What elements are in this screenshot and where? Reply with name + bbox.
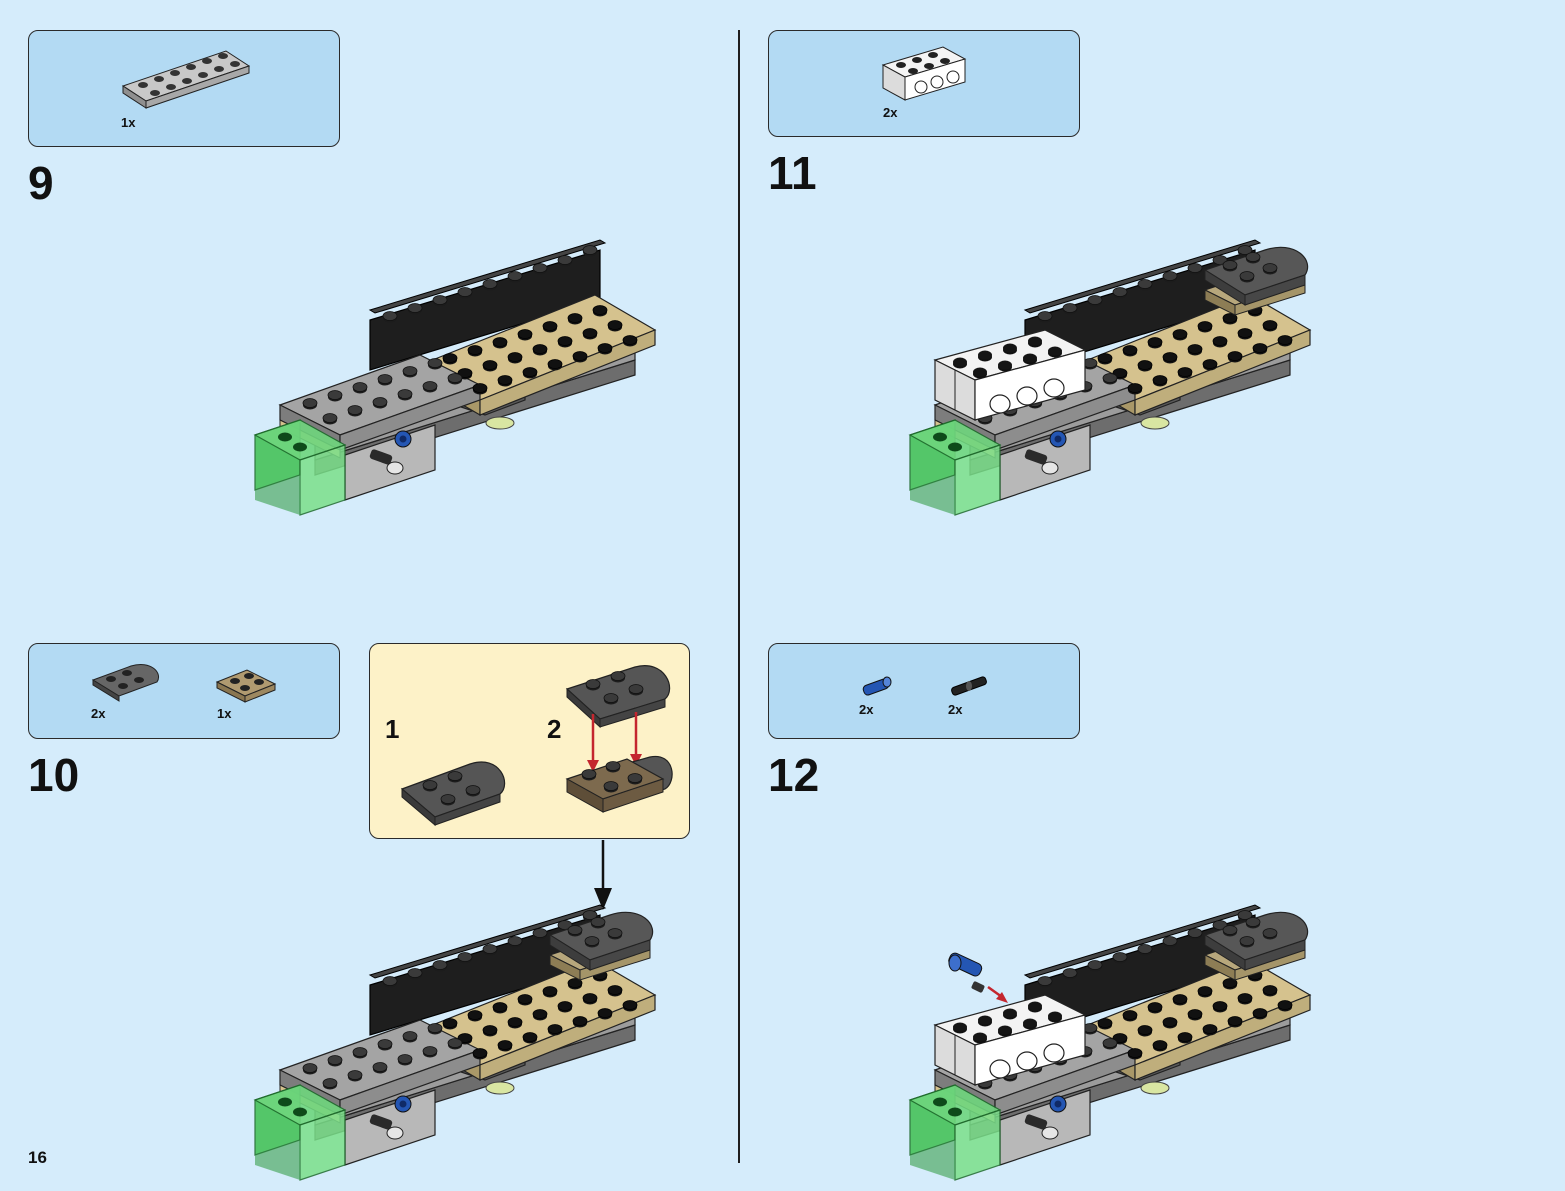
substep-number: 2 (547, 714, 562, 744)
parts-callout-step-9: 1x (28, 30, 340, 147)
substep-2-assembly (565, 665, 673, 813)
parts-callout-step-12: 2x 2x (768, 643, 1080, 739)
page-number: 16 (28, 1148, 47, 1167)
step-number: 9 (28, 157, 54, 209)
part-quantity: 2x (859, 702, 874, 717)
subassembly-arrow (594, 840, 612, 910)
part-quantity: 2x (948, 702, 963, 717)
step-10-model (254, 904, 656, 1181)
blue-pin-icon (862, 676, 892, 696)
light-gray-2x6-plate-icon (121, 50, 251, 109)
white-technic-brick-icon (881, 46, 967, 101)
black-axle-pin-icon (951, 676, 987, 696)
dark-gray-round-plate-icon (91, 664, 159, 702)
step-12-model (909, 904, 1311, 1181)
blue-pin-insert (948, 952, 1008, 1003)
page-divider (738, 30, 740, 1163)
step-11-model (909, 239, 1311, 516)
step-number: 10 (28, 749, 80, 801)
parts-callout-step-10: 2x 1x (28, 643, 340, 739)
part-quantity: 2x (91, 706, 106, 721)
step-number: 11 (768, 147, 817, 199)
part-quantity: 1x (217, 706, 232, 721)
step-9-model (254, 239, 656, 516)
step-number: 12 (768, 749, 820, 801)
subassembly-callout: 1 2 (369, 643, 690, 839)
part-quantity: 2x (883, 105, 898, 120)
substep-number: 1 (385, 714, 400, 744)
substep-1-round-plate (400, 761, 506, 827)
tan-2x2-plate-icon (215, 669, 277, 703)
parts-callout-step-11: 2x (768, 30, 1080, 137)
part-quantity: 1x (121, 115, 136, 130)
